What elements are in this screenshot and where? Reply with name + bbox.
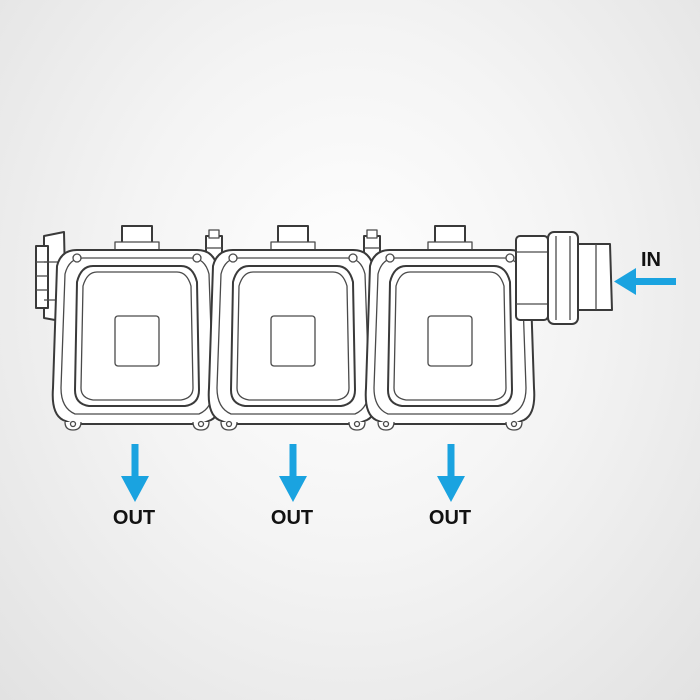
filter-unit-1 — [51, 225, 223, 431]
outlet-label-2: OUT — [271, 507, 313, 529]
outlet-label-3: OUT — [429, 507, 471, 529]
outlet-arrow-3 — [437, 444, 465, 502]
outlet-arrow-2 — [279, 444, 307, 502]
inlet-label: IN — [641, 249, 661, 271]
outlet-label-1: OUT — [113, 507, 155, 529]
outlet-arrow-1 — [121, 444, 149, 502]
filter-unit-3 — [364, 225, 536, 431]
inlet-arrow — [614, 268, 676, 295]
filter-unit-2 — [207, 225, 379, 431]
inlet-fitting — [515, 231, 613, 325]
